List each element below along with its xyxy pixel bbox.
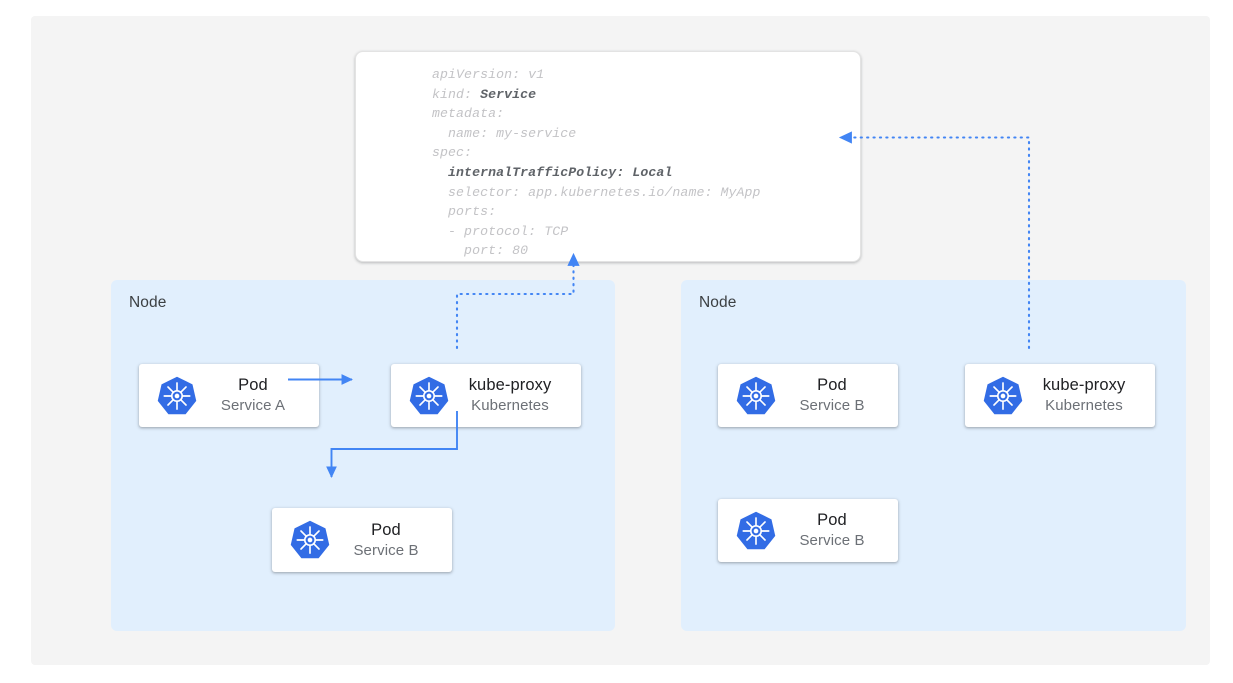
card-subtitle: Service B — [353, 541, 419, 559]
kubernetes-icon — [409, 376, 449, 414]
card-subtitle: Kubernetes — [471, 397, 549, 414]
diagram-canvas: apiVersion: v1 kind: Service metadata: n… — [31, 16, 1210, 665]
card-title: kube-proxy — [468, 376, 552, 394]
kubernetes-icon — [736, 511, 776, 549]
card-subtitle: Service B — [799, 532, 865, 549]
kubernetes-icon — [157, 376, 197, 414]
service-yaml-card: apiVersion: v1 kind: Service metadata: n… — [355, 51, 861, 262]
node-panel-left: Node — [111, 280, 615, 631]
kubernetes-icon — [290, 520, 330, 559]
card-kube-proxy-left[interactable]: kube-proxy Kubernetes — [391, 364, 581, 427]
kubernetes-icon — [736, 376, 776, 414]
node-panel-right: Node — [681, 280, 1186, 631]
node-label-left: Node — [129, 294, 167, 311]
card-pod-service-a[interactable]: Pod Service A — [139, 364, 319, 427]
card-pod-service-b-right-top[interactable]: Pod Service B — [718, 364, 898, 427]
card-title: Pod — [817, 376, 847, 394]
card-text: kube-proxy Kubernetes — [451, 375, 581, 416]
card-subtitle: Service A — [220, 397, 286, 414]
card-text: Pod Service A — [199, 375, 319, 416]
card-pod-service-b-left[interactable]: Pod Service B — [272, 508, 452, 572]
service-yaml-code: apiVersion: v1 kind: Service metadata: n… — [432, 67, 761, 259]
kubernetes-icon — [983, 376, 1023, 414]
card-title: Pod — [238, 376, 268, 394]
card-text: Pod Service B — [778, 375, 898, 416]
card-pod-service-b-right-bottom[interactable]: Pod Service B — [718, 499, 898, 562]
node-label-right: Node — [699, 294, 737, 311]
card-subtitle: Kubernetes — [1045, 397, 1123, 414]
card-title: kube-proxy — [1042, 376, 1126, 394]
card-text: Pod Service B — [332, 520, 452, 561]
card-text: Pod Service B — [778, 510, 898, 551]
card-title: Pod — [371, 520, 401, 539]
card-subtitle: Service B — [799, 397, 865, 414]
card-title: Pod — [817, 511, 847, 529]
card-kube-proxy-right[interactable]: kube-proxy Kubernetes — [965, 364, 1155, 427]
card-text: kube-proxy Kubernetes — [1025, 375, 1155, 416]
